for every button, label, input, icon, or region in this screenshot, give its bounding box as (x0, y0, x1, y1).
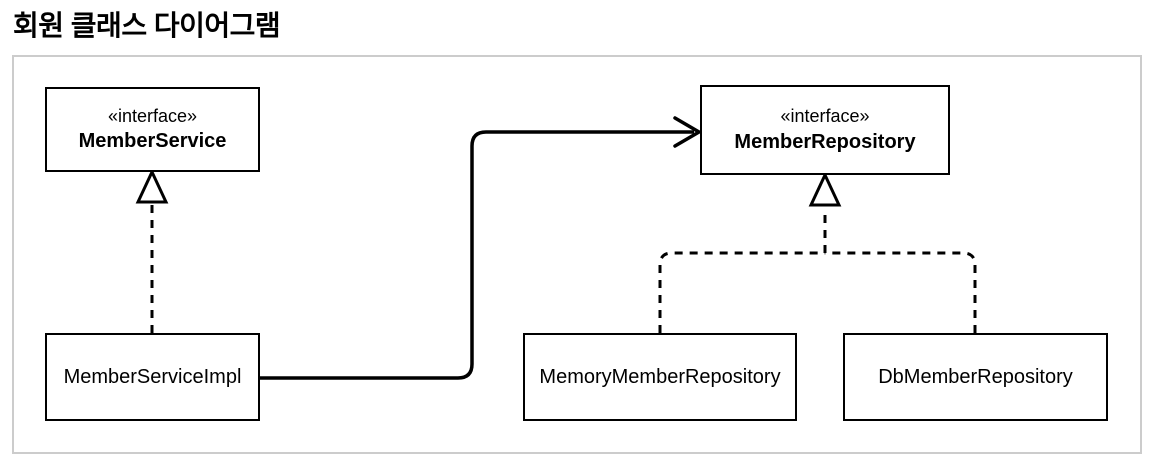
node-member-service-impl: MemberServiceImpl (45, 333, 260, 421)
stereotype-label: «interface» (780, 106, 870, 127)
dependency-edge-memberserviceimpl (260, 130, 694, 380)
open-arrowhead-icon (673, 116, 701, 148)
node-db-member-repository: DbMemberRepository (843, 333, 1108, 421)
node-member-service: «interface» MemberService (45, 87, 260, 172)
connector-layer: MemberRepository (solid, rounded elbows)… (135, 116, 977, 380)
node-member-repository: «interface» MemberRepository (700, 85, 950, 175)
class-name-label: DbMemberRepository (878, 365, 1073, 388)
page-title: 회원 클래스 다이어그램 (13, 10, 281, 41)
stereotype-label: «interface» (107, 105, 198, 126)
class-name-label: MemberService (78, 130, 227, 153)
node-memory-member-repository: MemoryMemberRepository (523, 333, 797, 421)
hollow-triangle-icon (135, 168, 169, 204)
class-name-label: MemberServiceImpl (63, 365, 242, 388)
realization-edge-dbmemberrepository (825, 251, 977, 333)
hollow-triangle-icon (808, 171, 842, 207)
class-name-label: MemoryMemberRepository (539, 365, 781, 388)
class-name-label: MemberRepository (734, 130, 916, 153)
diagram-canvas: MemberRepository (solid, rounded elbows)… (12, 55, 1142, 454)
realization-edge-memorymemberrepository (658, 251, 825, 333)
